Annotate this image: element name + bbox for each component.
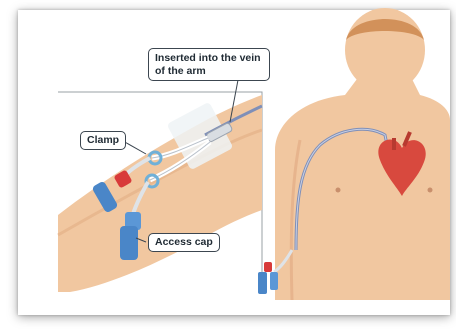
label-inserted-into-vein: Inserted into the vein of the arm: [148, 48, 270, 81]
torso-illustration: [258, 8, 450, 300]
arm-illustration: [58, 80, 262, 292]
label-clamp: Clamp: [80, 131, 126, 150]
label-access-cap: Access cap: [148, 233, 220, 252]
